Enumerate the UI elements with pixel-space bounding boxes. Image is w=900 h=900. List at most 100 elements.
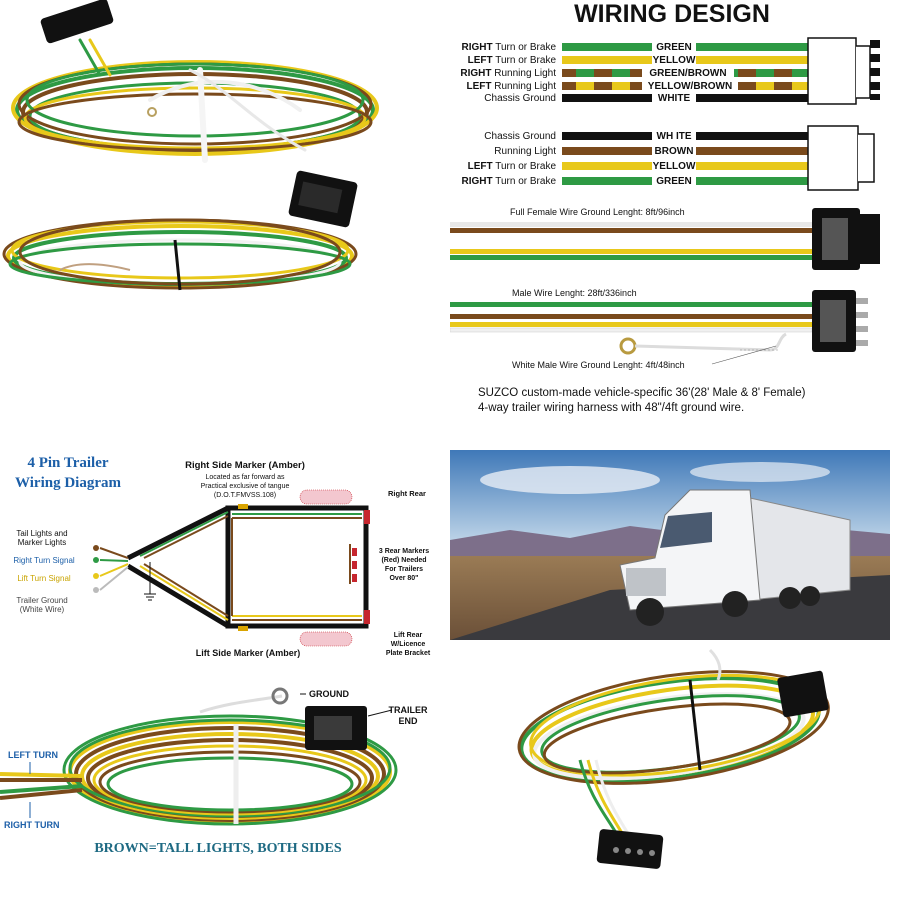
- wire-color-name: YELLOW: [653, 55, 696, 66]
- row-prefix: LEFT: [467, 81, 492, 92]
- svg-text:Chassis Ground: Chassis Ground: [484, 93, 556, 104]
- female-length-label: Full Female Wire Ground Lenght: 8ft/96in…: [510, 207, 685, 217]
- diagram-title-line-1: 4 Pin Trailer: [27, 455, 108, 471]
- wiring-design-title: WIRING DESIGN: [574, 0, 770, 28]
- rear-markers-line-3: For Trailers: [385, 566, 423, 573]
- left-turn-wire-dot: [93, 573, 99, 579]
- wire-color-name: YELLOW: [653, 161, 696, 172]
- right-turn-label: RIGHT TURN: [4, 820, 60, 830]
- ground-label: GROUND: [309, 689, 349, 699]
- ground-ring-icon: [271, 687, 289, 705]
- male-connector-icon: [807, 37, 880, 105]
- harness-coil: [0, 694, 398, 826]
- row-prefix: LEFT: [468, 55, 493, 66]
- male-plug-rows: RIGHT Turn or Brake GREEN LEFT Turn or B…: [460, 40, 808, 104]
- male-length-label: Male Wire Lenght: 28ft/336inch: [512, 288, 637, 298]
- rear-markers-line-2: (Red) Needed: [381, 557, 426, 564]
- trailer-ground-label-1: Trailer Ground: [16, 596, 67, 605]
- female-row: RIGHT Turn or Brake GREEN: [462, 174, 808, 187]
- labeled-harness-photo: GROUND TRAILER END LEFT TURN RIGHT TURN …: [0, 672, 445, 900]
- description-line-2: 4-way trailer wiring harness with 48"/4f…: [478, 402, 744, 414]
- row-function: Running Light: [494, 146, 556, 157]
- svg-text:Chassis Ground: Chassis Ground: [484, 131, 556, 142]
- wire-color-name: GREEN: [656, 42, 692, 53]
- row-function: Turn or Brake: [493, 161, 557, 172]
- description-line-1: SUZCO custom-made vehicle-specific 36'(2…: [478, 387, 806, 399]
- svg-text:RIGHT Running Light: RIGHT Running Light: [460, 68, 556, 79]
- rear-marker-light: [352, 548, 357, 556]
- right-side-marker-light: [299, 489, 353, 505]
- wire-color-name: BROWN: [655, 146, 694, 157]
- truck-photo: [450, 450, 890, 640]
- row-function: Running Light: [492, 81, 557, 92]
- row-function: Chassis Ground: [484, 93, 556, 104]
- trailer-end-label-2: END: [398, 716, 418, 726]
- svg-text:RIGHT Turn or Brake: RIGHT Turn or Brake: [462, 42, 557, 53]
- male-row: RIGHT Running Light GREEN/BROWN: [460, 66, 808, 79]
- left-side-marker-light: [299, 631, 353, 647]
- right-rear-light: [364, 510, 370, 524]
- ground-ring-terminal-icon: [619, 332, 787, 355]
- tail-lights-wire-dot: [93, 545, 99, 551]
- row-function: Chassis Ground: [484, 131, 556, 142]
- diagram-title-line-2: Wiring Diagram: [15, 475, 121, 491]
- ground-length-label: White Male Wire Ground Lenght: 4ft/48inc…: [512, 360, 685, 370]
- male-row: LEFT Running Light YELLOW/BROWN: [467, 79, 808, 92]
- svg-text:LEFT Turn or Brake: LEFT Turn or Brake: [468, 55, 557, 66]
- svg-text:RIGHT Turn or Brake: RIGHT Turn or Brake: [462, 176, 557, 187]
- brown-wire-caption: BROWN=TALL LIGHTS, BOTH SIDES: [94, 841, 342, 856]
- svg-text:Running Light: Running Light: [494, 146, 556, 157]
- left-rear-label-2: W/Licence: [391, 641, 426, 648]
- rear-marker-light: [352, 574, 357, 582]
- right-marker-note-1: Located as far forward as: [206, 474, 285, 481]
- wiring-design-panel: WIRING DESIGN RIGHT Turn or Brake GREEN …: [450, 0, 900, 440]
- rear-markers-line-1: 3 Rear Markers: [379, 548, 429, 555]
- row-prefix: LEFT: [468, 161, 493, 172]
- truck-wheel: [722, 591, 748, 617]
- right-marker-note-2: Practical exclusive of tangue: [201, 483, 290, 490]
- ground-wire-dot: [93, 587, 99, 593]
- female-row: Chassis Ground WH ITE: [484, 129, 808, 142]
- row-prefix: RIGHT: [462, 42, 493, 53]
- male-row: LEFT Turn or Brake YELLOW: [468, 53, 808, 66]
- row-function: Turn or Brake: [493, 42, 557, 53]
- tail-lights-label-2: Marker Lights: [18, 538, 66, 547]
- trailer-outline: [99, 505, 369, 629]
- harness-plug-icon: [777, 670, 829, 718]
- row-prefix: RIGHT: [460, 68, 491, 79]
- left-turn-label: LEFT TURN: [8, 750, 58, 760]
- trailer-ground-label-2: (White Wire): [20, 605, 65, 614]
- trailer-end-label-1: TRAILER: [389, 705, 428, 715]
- truck-wheel: [779, 587, 801, 609]
- harness-coils-photo: [0, 0, 440, 440]
- male-row: Chassis Ground WHITE: [484, 91, 808, 104]
- harness-plug-photo: [450, 640, 900, 900]
- rear-markers-line-4: Over 80": [389, 575, 418, 582]
- female-row: Running Light BROWN: [494, 144, 808, 157]
- truck-wheel: [800, 586, 820, 606]
- rear-marker-light: [352, 561, 357, 569]
- right-turn-wire-dot: [93, 557, 99, 563]
- right-rear-label: Right Rear: [388, 489, 426, 498]
- left-rear-light: [364, 610, 370, 624]
- truck-wheel: [636, 598, 664, 626]
- wire-color-name: GREEN: [656, 176, 692, 187]
- amber-marker-front-right: [238, 504, 248, 509]
- female-plug-rows: Chassis Ground WH ITE Running Light BROW…: [462, 129, 808, 187]
- left-rear-label-1: Lift Rear: [394, 632, 423, 639]
- trailer-wiring-diagram-panel: 4 Pin Trailer Wiring Diagram Right Side …: [0, 448, 445, 670]
- svg-text:LEFT Running Light: LEFT Running Light: [467, 81, 557, 92]
- male-row: RIGHT Turn or Brake GREEN: [462, 40, 808, 53]
- female-plug-icon: [812, 208, 880, 270]
- left-rear-label-3: Plate Bracket: [386, 650, 431, 657]
- left-side-marker-title: Lift Side Marker (Amber): [196, 648, 301, 658]
- right-side-marker-title: Right Side Marker (Amber): [185, 460, 305, 471]
- wire-color-name: GREEN/BROWN: [649, 68, 726, 79]
- right-turn-signal-label: Right Turn Signal: [13, 556, 75, 565]
- left-turn-signal-label: Lift Turn Signal: [17, 574, 71, 583]
- female-row: LEFT Turn or Brake YELLOW: [468, 159, 808, 172]
- amber-marker-front-left: [238, 626, 248, 631]
- male-plug-icon: [812, 290, 868, 352]
- wire-color-name: WHITE: [658, 93, 691, 104]
- tail-lights-label-1: Tail Lights and: [16, 529, 67, 538]
